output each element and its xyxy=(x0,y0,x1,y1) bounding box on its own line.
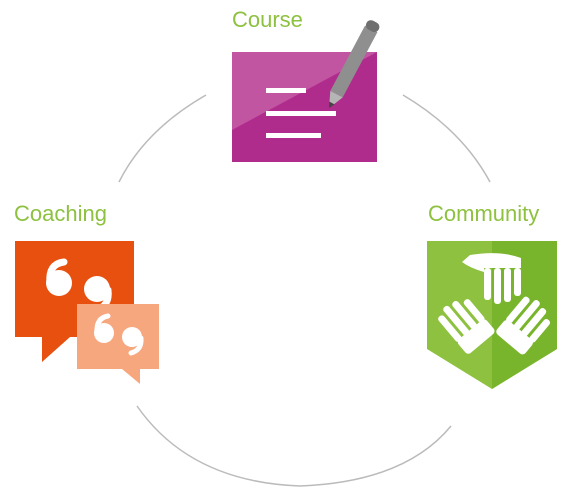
arc-coaching-community xyxy=(136,405,452,487)
coaching-label: Coaching xyxy=(14,201,107,226)
arc-course-community xyxy=(402,94,491,183)
community-label: Community xyxy=(428,201,540,226)
arc-course-coaching xyxy=(118,94,207,183)
course-label: Course xyxy=(232,7,303,32)
